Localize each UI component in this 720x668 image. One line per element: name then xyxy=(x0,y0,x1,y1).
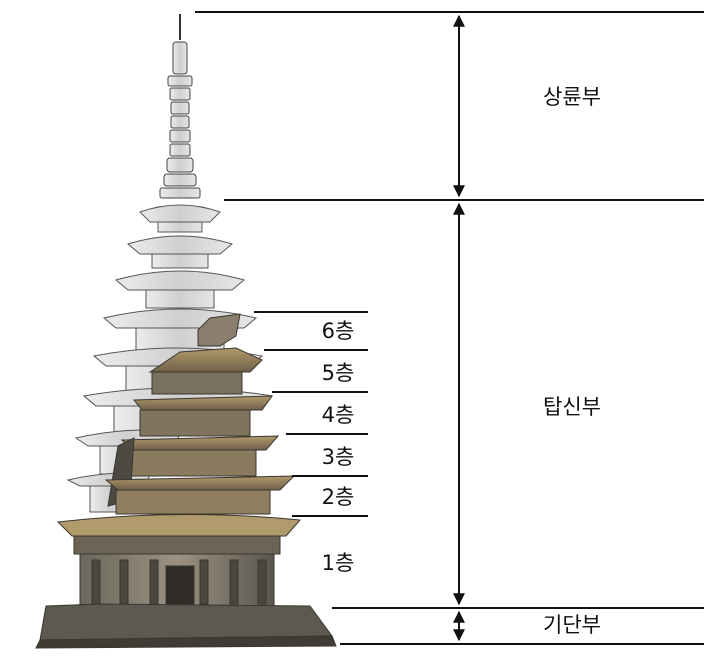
label-story-2: 2층 xyxy=(322,485,355,509)
reference-lines xyxy=(195,11,704,645)
label-base-section: 기단부 xyxy=(543,613,601,637)
label-top-section: 상륜부 xyxy=(543,85,601,109)
story-labels: 6층 5층 4층 3층 2층 1층 xyxy=(322,319,355,575)
pagoda-illustration xyxy=(35,14,337,649)
pagoda-finial xyxy=(159,14,201,199)
label-body-section: 탑신부 xyxy=(543,395,601,419)
label-story-5: 5층 xyxy=(322,361,355,385)
label-story-3: 3층 xyxy=(322,445,355,469)
label-story-4: 4층 xyxy=(322,403,355,427)
story-lines xyxy=(254,311,368,517)
section-labels: 상륜부 탑신부 기단부 xyxy=(543,85,601,637)
label-story-1: 1층 xyxy=(322,551,355,575)
pagoda-stone-remains xyxy=(35,313,337,649)
label-story-6: 6층 xyxy=(322,319,355,343)
